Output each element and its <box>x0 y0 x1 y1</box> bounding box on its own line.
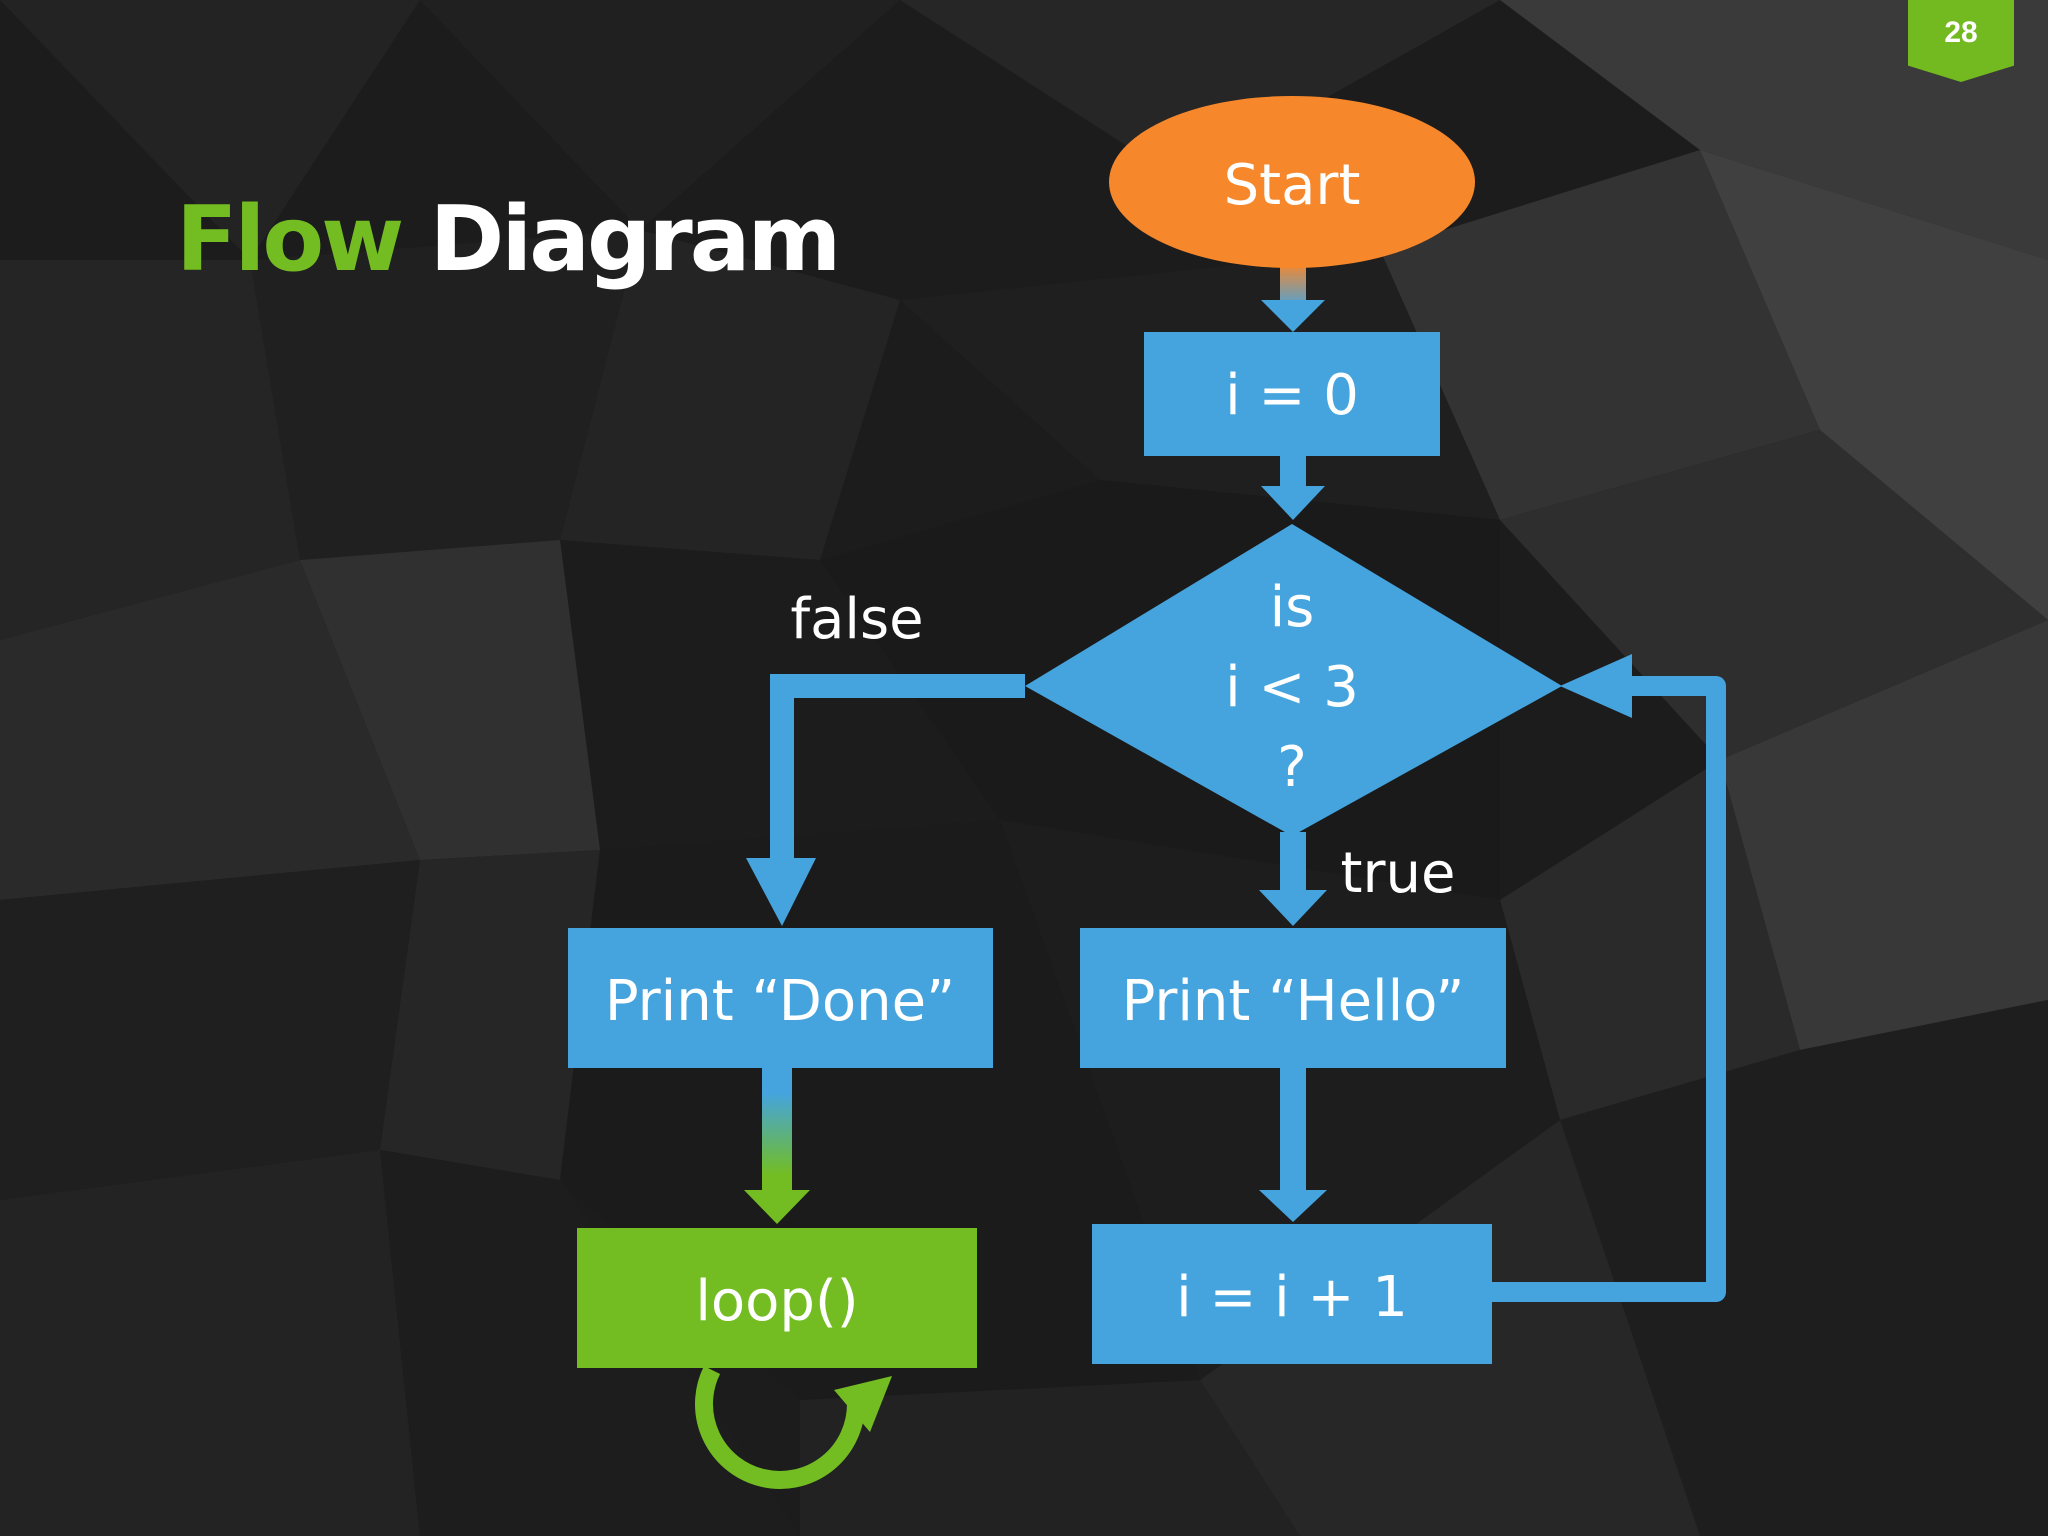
start-node: Start <box>1109 96 1475 268</box>
arrow-start-to-init <box>1261 262 1325 332</box>
decision-line-1: is <box>1270 575 1315 640</box>
arrow-init-to-decision <box>1261 456 1325 520</box>
arrow-decision-to-done <box>746 674 1025 926</box>
true-edge-label: true <box>1341 841 1456 906</box>
print-hello-node: Print “Hello” <box>1080 928 1506 1068</box>
print-done-node: Print “Done” <box>568 928 993 1068</box>
decision-node: is i < 3 ? <box>1025 524 1562 836</box>
print-done-label: Print “Done” <box>605 969 955 1034</box>
arrow-done-to-loop <box>744 1068 810 1224</box>
arrow-decision-to-hello <box>1259 832 1327 926</box>
page-number-badge: 28 <box>1908 0 2014 82</box>
loop-node: loop() <box>577 1228 977 1368</box>
title-accent-word: Flow <box>176 187 404 292</box>
increment-node: i = i + 1 <box>1092 1224 1492 1364</box>
slide-title: Flow Diagram <box>176 180 842 300</box>
arrow-hello-to-increment <box>1259 1068 1327 1222</box>
increment-node-label: i = i + 1 <box>1176 1265 1408 1330</box>
start-node-label: Start <box>1224 153 1361 218</box>
decision-line-3: ? <box>1277 735 1307 800</box>
print-hello-label: Print “Hello” <box>1122 969 1465 1034</box>
false-edge-label: false <box>790 587 923 652</box>
arrow-increment-to-decision <box>1492 654 1726 1302</box>
title-main-word: Diagram <box>429 187 842 292</box>
loop-node-label: loop() <box>695 1269 858 1334</box>
init-node: i = 0 <box>1144 332 1440 456</box>
decision-line-2: i < 3 <box>1225 655 1359 720</box>
init-node-label: i = 0 <box>1225 363 1359 428</box>
loop-self-arrow <box>695 1365 892 1489</box>
